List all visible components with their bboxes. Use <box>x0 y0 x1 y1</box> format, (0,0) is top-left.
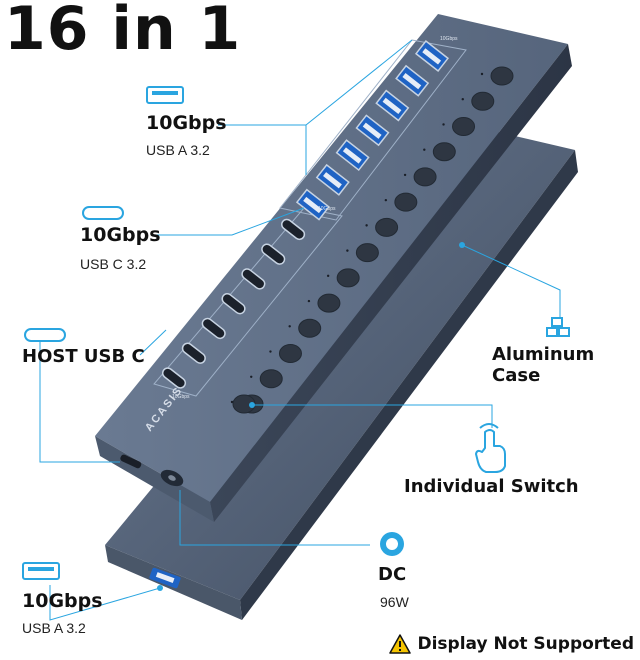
indicator-led <box>346 249 349 252</box>
usb-c-port <box>261 243 286 265</box>
usb-a-top-type: USB A 3.2 <box>146 142 210 158</box>
usb-a-port <box>414 40 450 72</box>
dc-power: 96W <box>380 594 409 610</box>
usb-a-port <box>315 163 350 196</box>
usb-a-port <box>395 64 430 97</box>
indicator-led <box>288 325 291 328</box>
usb-c-port <box>221 293 246 315</box>
usb-a-top-speed: 10Gbps <box>146 112 227 134</box>
indicator-led <box>230 400 234 404</box>
switch-button[interactable] <box>298 318 322 338</box>
page-title: 16 in 1 <box>4 0 242 64</box>
usb-c-port <box>281 218 306 241</box>
indicator-led <box>307 299 311 303</box>
usb-a-port <box>355 114 390 147</box>
switch-button[interactable] <box>452 116 476 136</box>
indicator-led <box>384 198 388 202</box>
dc-label: DC <box>378 564 407 585</box>
host-usb-c-icon <box>24 328 66 342</box>
switch-button[interactable] <box>232 394 256 414</box>
host-usb-c-port <box>120 454 142 469</box>
indicator-led <box>423 148 426 151</box>
host-usb-c-label: HOST USB C <box>22 346 145 367</box>
indicator-led <box>269 350 272 353</box>
indicator-led <box>365 224 368 227</box>
switch-button[interactable] <box>375 217 399 237</box>
individual-switch-label: Individual Switch <box>404 476 579 497</box>
leader-lines <box>39 39 561 621</box>
usb-c-port-icon <box>82 206 124 220</box>
usb-a-port-icon <box>146 86 184 104</box>
port-speed-label: 10Gbps <box>318 206 336 212</box>
switch-button[interactable] <box>490 66 514 86</box>
switch-button[interactable] <box>259 369 283 389</box>
switch-button[interactable] <box>394 192 418 212</box>
usb-a-port-icon-bottom <box>22 562 60 580</box>
indicator-led <box>403 173 407 177</box>
indicator-led <box>461 98 464 101</box>
usb-a-bottom-type: USB A 3.2 <box>22 620 86 636</box>
switch-button[interactable] <box>413 167 437 187</box>
hub-top-face <box>95 14 568 502</box>
switch-button[interactable] <box>355 243 379 263</box>
usb-a-port <box>335 139 370 172</box>
indicator-led <box>442 123 445 126</box>
usb-c-type: USB C 3.2 <box>80 256 147 272</box>
port-speed-label: 10Gbps <box>172 394 190 400</box>
aluminum-case-label: Aluminum Case <box>492 344 595 386</box>
switch-button[interactable] <box>336 268 360 288</box>
usb-a-port <box>295 188 330 221</box>
usb-c-port <box>241 268 266 290</box>
warning-text: Display Not Supported <box>417 634 634 654</box>
usb-c-port <box>181 342 206 364</box>
usb-a-bottom-speed: 10Gbps <box>22 590 103 612</box>
switch-button[interactable] <box>432 142 456 162</box>
switch-button[interactable] <box>317 293 341 313</box>
stacked-bars-icon <box>546 317 570 337</box>
switch-button[interactable] <box>278 344 302 364</box>
usb-c-speed: 10Gbps <box>80 224 161 246</box>
indicator-led <box>250 375 253 378</box>
port-speed-label: 10Gbps <box>440 36 458 42</box>
usb-c-port <box>161 367 187 389</box>
tap-hand-icon <box>475 423 506 473</box>
indicator-led <box>326 274 330 278</box>
usb-c-port <box>201 317 226 340</box>
display-not-supported-warning: Display Not Supported <box>389 634 634 654</box>
usb-a-port <box>375 89 410 122</box>
switch-button[interactable] <box>471 91 495 111</box>
indicator-led <box>480 72 484 76</box>
warning-icon <box>389 634 412 654</box>
